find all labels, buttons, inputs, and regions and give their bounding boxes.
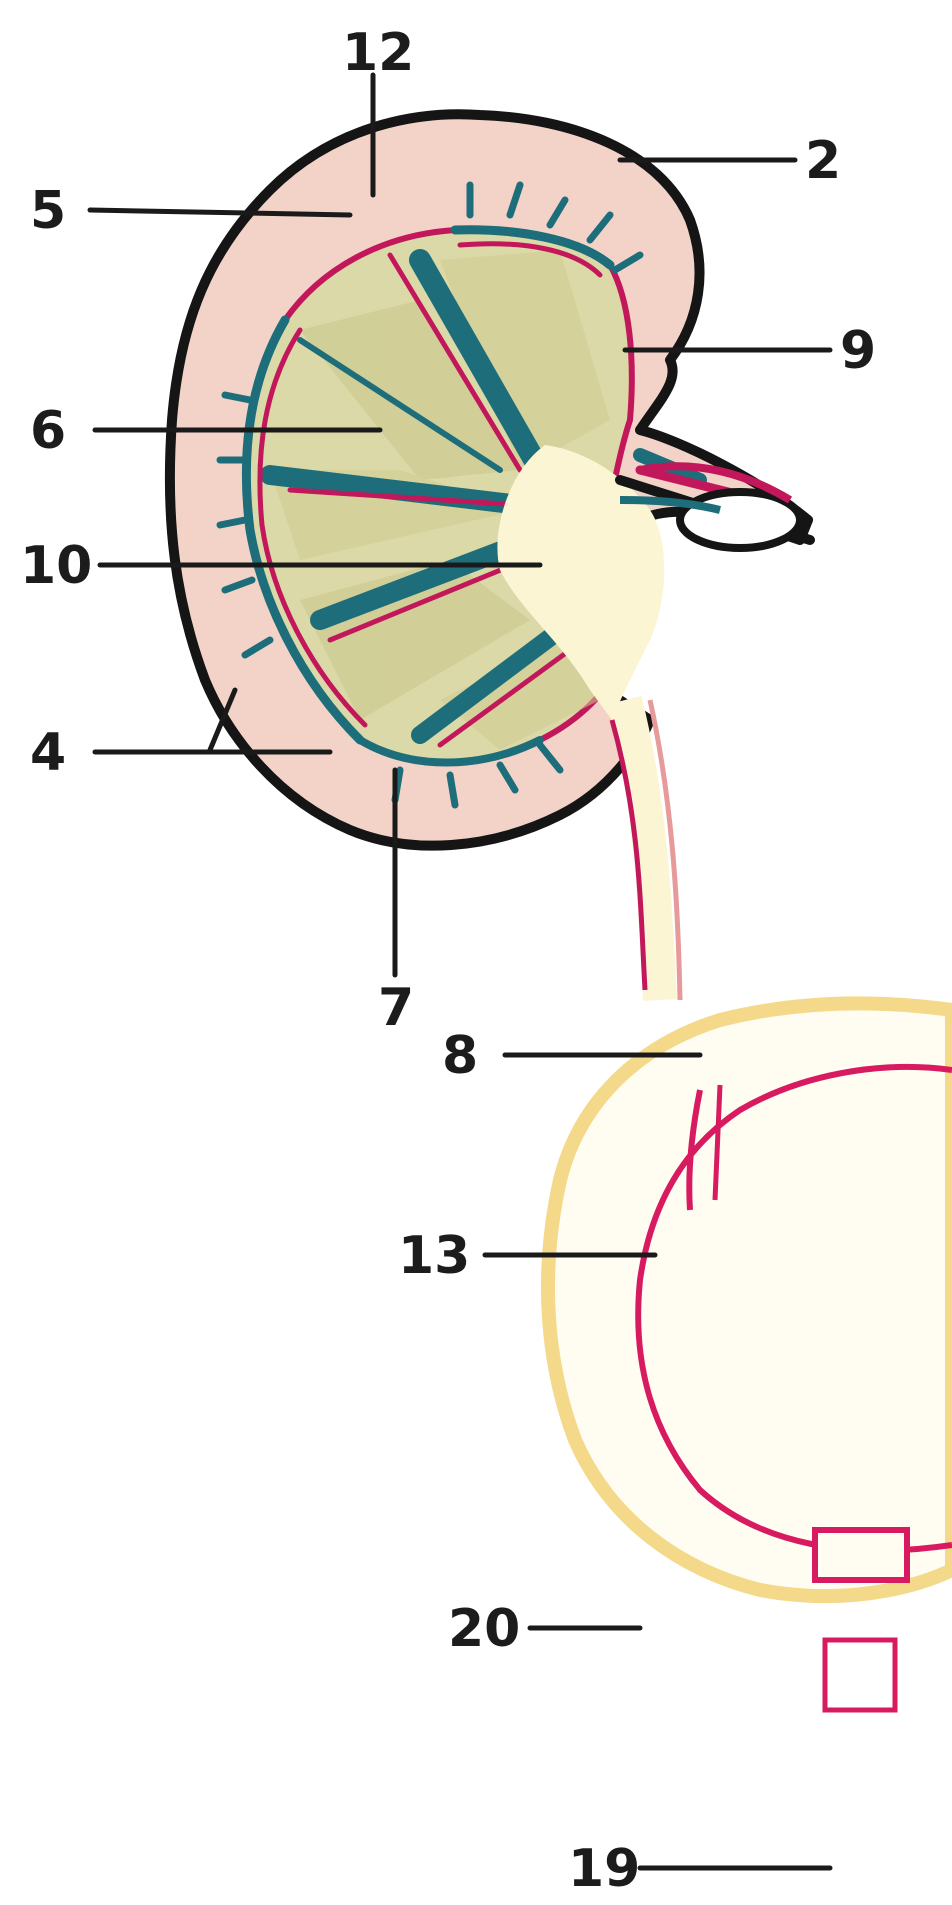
label-19: 19 [568, 1839, 640, 1899]
bladder-wall [548, 1003, 952, 1596]
label-9: 9 [840, 321, 876, 381]
label-10: 10 [20, 536, 92, 596]
label-12: 12 [342, 23, 414, 83]
label-4: 4 [30, 723, 66, 783]
label-6: 6 [30, 401, 66, 461]
label-5: 5 [30, 181, 66, 241]
label-8: 8 [442, 1026, 478, 1086]
urethral-opening [815, 1530, 907, 1580]
kidney [170, 114, 810, 845]
label-20: 20 [448, 1599, 520, 1659]
label-2: 2 [805, 131, 841, 191]
ureter [612, 700, 680, 1000]
label-13: 13 [398, 1226, 470, 1286]
bladder [548, 1003, 952, 1710]
label-7: 7 [378, 978, 414, 1038]
urethra [825, 1640, 895, 1710]
